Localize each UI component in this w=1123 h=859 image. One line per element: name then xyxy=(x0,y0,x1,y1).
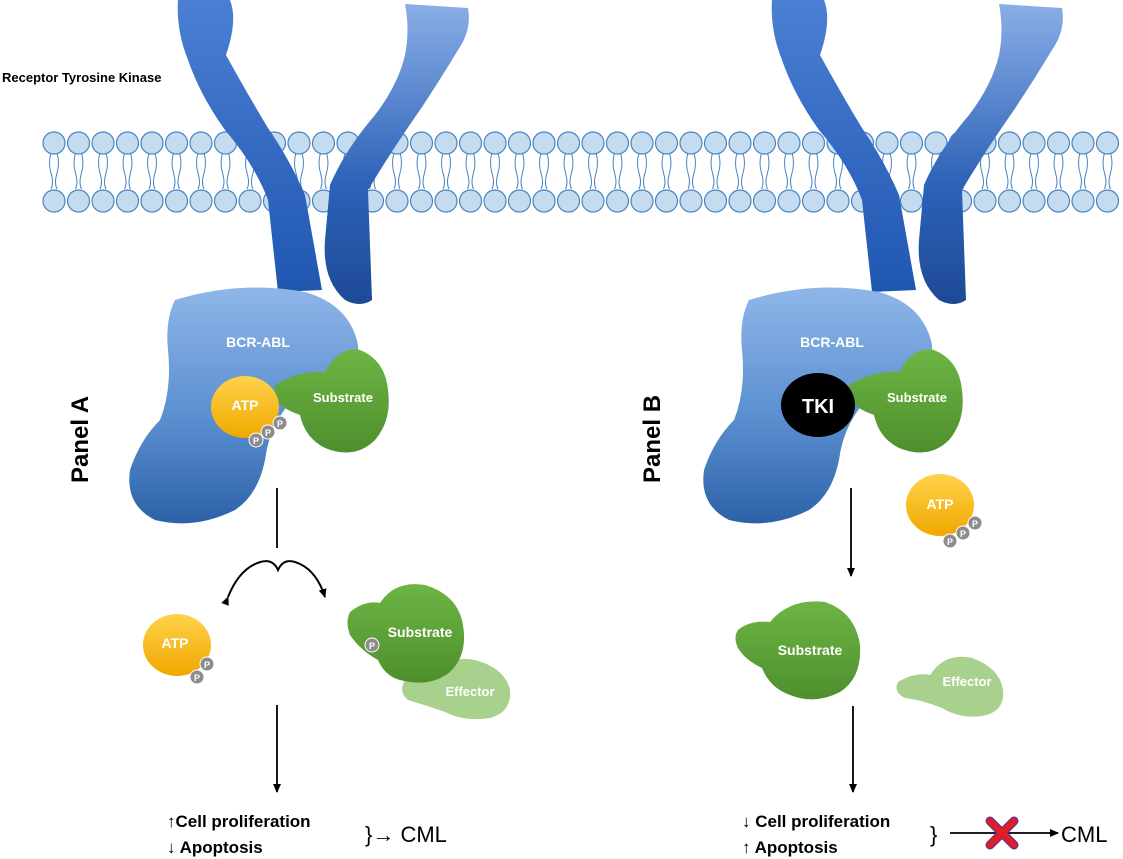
outcome-b-line2: ↑ Apoptosis xyxy=(742,838,838,857)
substrate-label-free-a: Substrate xyxy=(388,624,453,640)
outcome-a-line1: ↑Cell proliferation xyxy=(167,812,311,831)
atp-free-a: ATP P P xyxy=(143,614,215,685)
outcome-a-arrow-cml: }→ CML xyxy=(365,822,447,847)
effector-label-a: Effector xyxy=(445,684,494,699)
substrate-label-b: Substrate xyxy=(887,390,947,405)
receptor-label: Receptor Tyrosine Kinase xyxy=(2,70,161,85)
outcome-b-cml: CML xyxy=(1061,822,1107,847)
substrate-free-b: Substrate xyxy=(735,601,861,700)
atp-label-free-a: ATP xyxy=(162,635,189,651)
bcr-abl-label-a: BCR-ABL xyxy=(226,334,290,350)
phosphate-label: P xyxy=(204,660,210,670)
phosphate-label: P xyxy=(265,428,271,438)
receptor-tyrosine-kinase-a xyxy=(177,0,469,304)
atp-label-free-b: ATP xyxy=(927,496,954,512)
substrate-bound-b: Substrate xyxy=(849,349,963,453)
tki-label: TKI xyxy=(802,396,834,418)
atp-bound-a: ATP P P P xyxy=(211,376,288,448)
phosphate-label: P xyxy=(947,537,953,547)
outcome-a: ↑Cell proliferation ↓ Apoptosis }→ CML xyxy=(167,812,447,857)
effector-label-b: Effector xyxy=(942,674,991,689)
atp-free-b: ATP P P P xyxy=(906,474,983,549)
effector-b: Effector xyxy=(896,656,1004,717)
phosphate-group: P P P xyxy=(248,415,288,448)
phosphate-label: P xyxy=(972,519,978,529)
substrate-free-a: Substrate P xyxy=(347,584,465,683)
panel-b-label: Panel B xyxy=(639,395,666,483)
phosphate-label: P xyxy=(369,641,375,651)
atp-label-a: ATP xyxy=(232,397,259,413)
substrate-label-free-b: Substrate xyxy=(778,642,843,658)
outcome-b-line1: ↓ Cell proliferation xyxy=(742,812,890,831)
phosphate-label: P xyxy=(277,419,283,429)
outcome-b-brace: } xyxy=(930,822,937,847)
phosphate-label: P xyxy=(253,436,259,446)
substrate-label-a: Substrate xyxy=(313,390,373,405)
phosphate-label: P xyxy=(960,529,966,539)
bcr-abl-label-b: BCR-ABL xyxy=(800,334,864,350)
tki-inhibitor: TKI xyxy=(781,373,855,437)
receptor-tyrosine-kinase-b xyxy=(771,0,1063,304)
phosphate-label: P xyxy=(194,673,200,683)
outcome-a-line2: ↓ Apoptosis xyxy=(167,838,263,857)
substrate-bound-a: Substrate xyxy=(275,349,389,453)
signal-arrows-b xyxy=(847,488,857,793)
signal-arrows-a xyxy=(221,488,327,793)
outcome-b: ↓ Cell proliferation ↑ Apoptosis } CML xyxy=(742,812,1107,857)
block-x-icon xyxy=(985,816,1019,850)
panel-a-label: Panel A xyxy=(67,396,94,483)
